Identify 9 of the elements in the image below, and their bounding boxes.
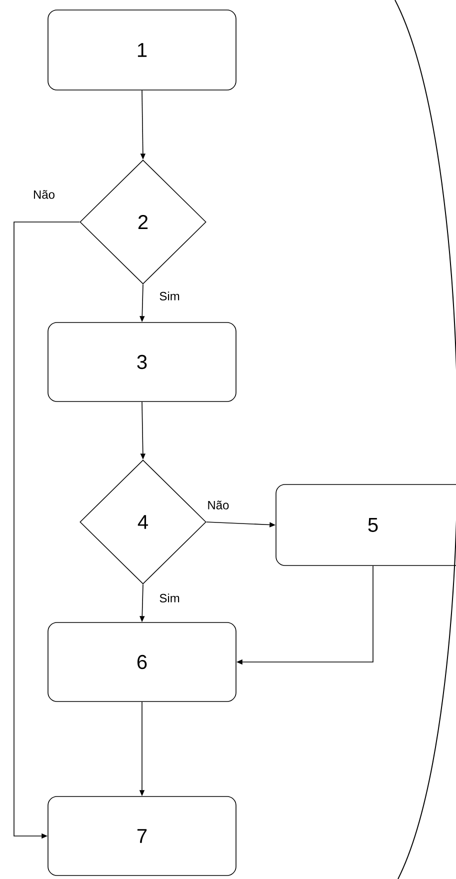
edge-label: Sim (158, 592, 181, 604)
edge-label: Não (206, 500, 230, 510)
process-box: 5 (276, 484, 456, 566)
process-box: 3 (48, 322, 236, 402)
process-box: 6 (48, 622, 236, 702)
process-box: 7 (48, 796, 236, 876)
edge-label: Não (32, 189, 56, 200)
process-box: 1 (48, 10, 236, 90)
edge-label: Sim (158, 290, 181, 302)
